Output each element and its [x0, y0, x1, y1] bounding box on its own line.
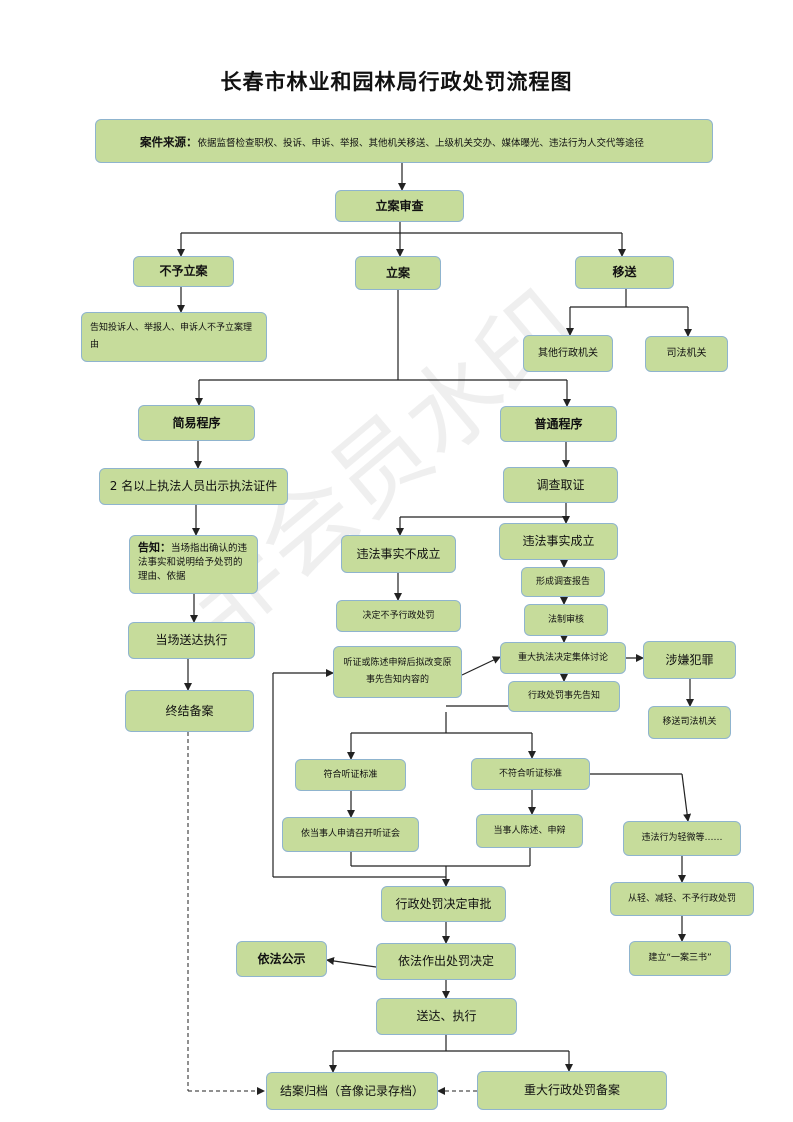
transfer-box: 移送 [575, 256, 674, 289]
notify-label: 告知： [138, 541, 171, 554]
case-review-box: 立案审查 [335, 190, 464, 222]
investigation-report-box: 形成调查报告 [521, 567, 605, 597]
show-cert-box: 2 名以上执法人员出示执法证件 [99, 468, 288, 505]
case-source-label: 案件来源： [140, 135, 198, 150]
hearing-changed-box: 听证或陈述申辩后拟改变原事先告知内容的 [333, 646, 462, 698]
facts-established-box: 违法事实成立 [499, 523, 618, 560]
decide-no-penalty-box: 决定不予行政处罚 [336, 600, 461, 632]
party-statement-box: 当事人陈述、申辩 [476, 814, 583, 848]
notify-text: 当场指出确认的违法事实和说明给予处罚的理由、依据 [138, 543, 248, 582]
other-admin-org-box: 其他行政机关 [523, 335, 613, 372]
case-source-text: 依据监督检查职权、投诉、申诉、举报、其他机关移送、上级机关交办、媒体曝光、违法行… [197, 138, 645, 150]
deliver-execute-box: 送达、执行 [376, 998, 517, 1035]
publicize-box: 依法公示 [236, 941, 327, 977]
facts-not-established-box: 违法事实不成立 [341, 535, 456, 573]
not-meets-hearing-box: 不符合听证标准 [471, 758, 590, 790]
onsite-execute-box: 当场送达执行 [128, 622, 255, 659]
archive-box: 结案归档（音像记录存档） [266, 1072, 438, 1110]
case-filed-box: 立案 [355, 256, 441, 290]
minor-violation-box: 违法行为轻微等…… [623, 821, 741, 856]
meets-hearing-box: 符合听证标准 [295, 759, 406, 791]
case-source-box: 案件来源：依据监督检查职权、投诉、申诉、举报、其他机关移送、上级机关交办、媒体曝… [95, 119, 713, 163]
notify-box: 告知：当场指出确认的违法事实和说明给予处罚的理由、依据 [129, 535, 258, 594]
simple-procedure-box: 简易程序 [138, 405, 255, 441]
suspected-crime-box: 涉嫌犯罪 [643, 641, 736, 679]
no-case-box: 不予立案 [133, 256, 234, 287]
major-discussion-box: 重大执法决定集体讨论 [500, 642, 626, 674]
major-filing-box: 重大行政处罚备案 [477, 1071, 667, 1110]
page-title: 长春市林业和园林局行政处罚流程图 [220, 69, 573, 94]
judicial-org-box: 司法机关 [645, 336, 728, 372]
investigate-box: 调查取证 [503, 467, 618, 503]
transfer-judicial-box: 移送司法机关 [648, 706, 731, 739]
close-record-box: 终结备案 [125, 690, 254, 732]
notify-no-case-box: 告知投诉人、举报人、申诉人不予立案理由 [81, 312, 267, 362]
decision-approval-box: 行政处罚决定审批 [381, 886, 506, 922]
lenient-box: 从轻、减轻、不予行政处罚 [610, 882, 754, 916]
prior-notice-box: 行政处罚事先告知 [508, 681, 620, 712]
legal-review-box: 法制审核 [524, 604, 608, 636]
one-case-three-docs-box: 建立“一案三书” [629, 941, 731, 976]
make-decision-box: 依法作出处罚决定 [376, 943, 516, 980]
party-hearing-box: 依当事人申请召开听证会 [282, 817, 419, 852]
normal-procedure-box: 普通程序 [500, 406, 617, 442]
